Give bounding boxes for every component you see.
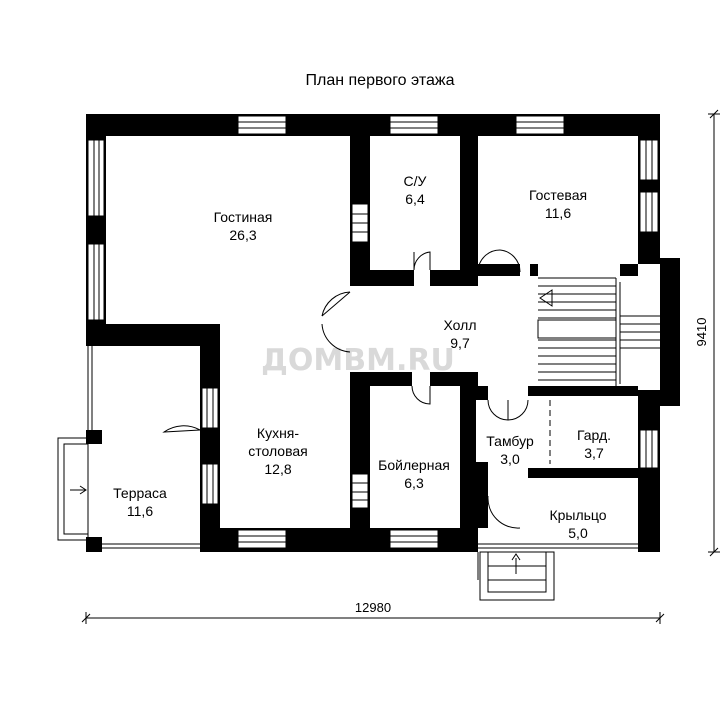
staircase bbox=[537, 277, 660, 386]
room-area-bathroom: 6,4 bbox=[405, 191, 425, 207]
room-area-wardrobe: 3,7 bbox=[584, 445, 604, 461]
terrace-outline bbox=[57, 346, 200, 549]
room-name-porch: Крыльцо bbox=[549, 507, 606, 523]
room-name-kitchen-line2: столовая bbox=[248, 443, 308, 459]
plan-title: План первого этажа bbox=[305, 72, 455, 89]
width-dimension: 12980 bbox=[355, 600, 391, 615]
room-name-living: Гостиная bbox=[214, 209, 273, 225]
room-area-boiler: 6,3 bbox=[404, 475, 424, 491]
room-name-guest: Гостевая bbox=[529, 187, 587, 203]
room-labels: Гостиная 26,3 С/У 6,4 Гостевая 11,6 Холл… bbox=[113, 173, 611, 541]
room-name-hall: Холл bbox=[444, 317, 477, 333]
room-name-boiler: Бойлерная bbox=[378, 457, 450, 473]
porch-outline bbox=[477, 543, 638, 601]
room-area-hall: 9,7 bbox=[450, 335, 470, 351]
room-name-terrace: Терраса bbox=[113, 485, 167, 501]
room-name-bathroom: С/У bbox=[404, 173, 427, 189]
outer-walls bbox=[86, 114, 680, 552]
room-name-wardrobe: Гард. bbox=[577, 427, 611, 443]
windows bbox=[87, 115, 659, 549]
room-area-vestibule: 3,0 bbox=[500, 451, 520, 467]
room-area-living: 26,3 bbox=[229, 227, 256, 243]
room-area-guest: 11,6 bbox=[545, 205, 571, 221]
dimension-lines bbox=[81, 109, 720, 624]
room-area-terrace: 11,6 bbox=[127, 503, 153, 519]
room-name-vestibule: Тамбур bbox=[486, 433, 534, 449]
room-area-porch: 5,0 bbox=[568, 525, 588, 541]
height-dimension: 9410 bbox=[694, 318, 709, 347]
doors bbox=[162, 249, 551, 529]
room-area-kitchen: 12,8 bbox=[264, 461, 291, 477]
room-name-kitchen-line1: Кухня- bbox=[257, 425, 299, 441]
